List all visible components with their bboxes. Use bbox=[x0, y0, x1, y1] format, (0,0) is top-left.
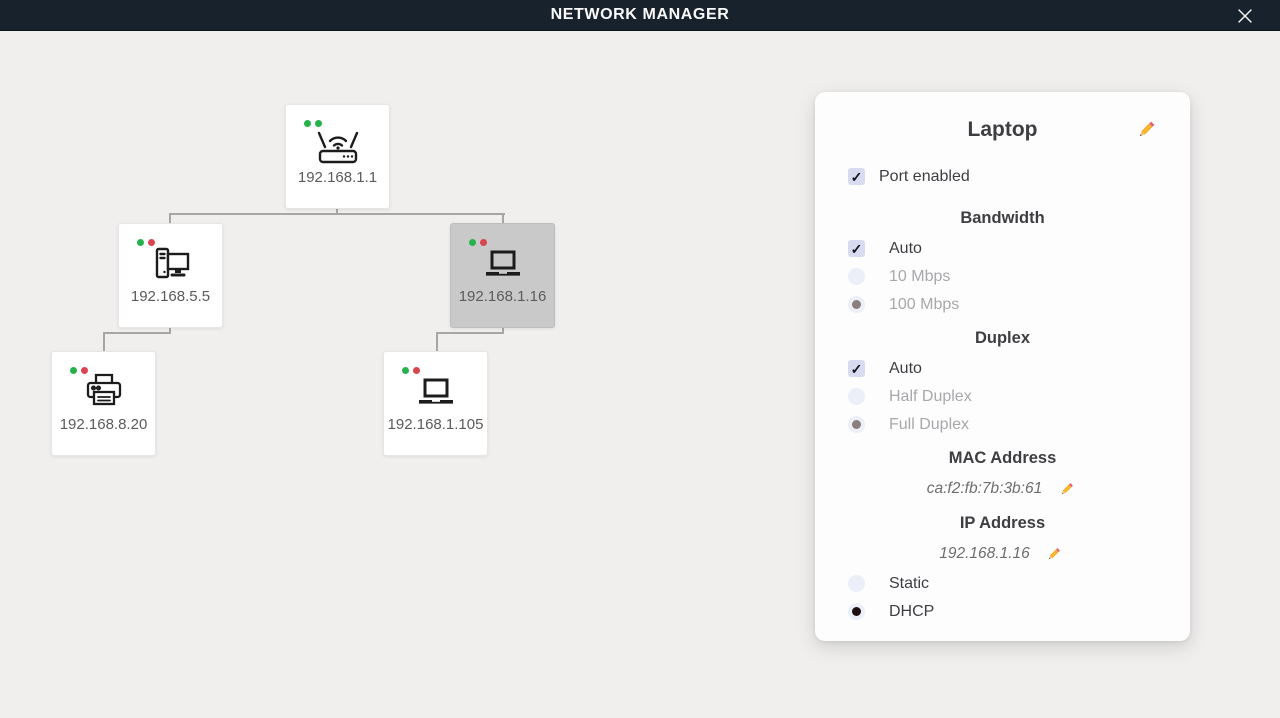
ip-dhcp-row[interactable]: DHCP bbox=[845, 601, 1160, 622]
laptop-icon bbox=[384, 369, 487, 417]
ip-dhcp-radio[interactable] bbox=[848, 603, 865, 620]
edit-name-button[interactable] bbox=[1134, 118, 1158, 142]
status-dot bbox=[304, 120, 311, 127]
status-dot bbox=[315, 120, 322, 127]
radio-dot bbox=[852, 420, 861, 429]
router-icon bbox=[286, 122, 389, 170]
laptop-icon bbox=[451, 241, 554, 289]
edit-ip-button[interactable] bbox=[1042, 542, 1066, 566]
status-dots bbox=[137, 239, 155, 246]
connector-line bbox=[103, 332, 171, 334]
bandwidth-auto-label: Auto bbox=[889, 239, 922, 257]
mac-address-value: ca:f2:fb:7b:3b:61 bbox=[926, 480, 1043, 497]
edit-mac-button[interactable] bbox=[1054, 477, 1078, 501]
status-dots bbox=[304, 120, 322, 127]
status-dot bbox=[70, 367, 77, 374]
radio-dot bbox=[852, 607, 861, 616]
status-dots bbox=[402, 367, 420, 374]
pencil-icon bbox=[1049, 547, 1060, 559]
bandwidth-auto-checkbox[interactable]: ✓ bbox=[848, 240, 865, 257]
status-dots bbox=[469, 239, 487, 246]
node-ip-label: 192.168.1.16 bbox=[458, 288, 547, 305]
duplex-full-label: Full Duplex bbox=[889, 415, 970, 433]
duplex-full-radio[interactable] bbox=[848, 416, 865, 433]
bandwidth-10mbps-radio[interactable] bbox=[848, 268, 865, 285]
node-desktop[interactable]: 192.168.5.5 bbox=[118, 223, 223, 328]
node-laptop-selected[interactable]: 192.168.1.16 bbox=[450, 223, 555, 328]
node-ip-label: 192.168.1.105 bbox=[387, 416, 484, 433]
ip-static-row[interactable]: Static bbox=[845, 573, 1160, 594]
duplex-full-row[interactable]: Full Duplex bbox=[845, 414, 1160, 435]
status-dot bbox=[81, 367, 88, 374]
port-enabled-row[interactable]: ✓ Port enabled bbox=[845, 166, 1160, 187]
radio-dot bbox=[852, 300, 861, 309]
status-dot bbox=[148, 239, 155, 246]
connector-line bbox=[436, 332, 504, 334]
pencil-icon bbox=[1061, 482, 1073, 494]
connector-line bbox=[502, 328, 504, 334]
ip-address-heading: IP Address bbox=[959, 514, 1046, 532]
duplex-auto-checkbox[interactable]: ✓ bbox=[848, 360, 865, 377]
node-ip-label: 192.168.1.1 bbox=[297, 169, 378, 186]
desktop-icon bbox=[119, 241, 222, 289]
status-dot bbox=[402, 367, 409, 374]
status-dot bbox=[137, 239, 144, 246]
ip-static-radio[interactable] bbox=[848, 575, 865, 592]
ip-static-label: Static bbox=[889, 574, 930, 592]
connector-line bbox=[336, 209, 338, 215]
bandwidth-10mbps-row[interactable]: 10 Mbps bbox=[845, 266, 1160, 287]
panel-title: Laptop bbox=[967, 118, 1038, 141]
bandwidth-100mbps-radio[interactable] bbox=[848, 296, 865, 313]
pencil-icon bbox=[1139, 121, 1155, 137]
titlebar: NETWORK MANAGER bbox=[0, 0, 1280, 31]
ip-dhcp-label: DHCP bbox=[889, 602, 935, 620]
close-icon bbox=[1238, 9, 1252, 23]
node-ip-label: 192.168.5.5 bbox=[130, 288, 211, 305]
node-printer[interactable]: 192.168.8.20 bbox=[51, 351, 156, 456]
bandwidth-10mbps-label: 10 Mbps bbox=[889, 267, 951, 285]
bandwidth-heading: Bandwidth bbox=[960, 209, 1045, 227]
port-enabled-checkbox[interactable]: ✓ bbox=[848, 168, 865, 185]
port-enabled-label: Port enabled bbox=[879, 167, 970, 185]
duplex-heading: Duplex bbox=[974, 329, 1030, 347]
connector-line bbox=[169, 328, 171, 334]
device-settings-panel: Laptop ✓ Port enabled Bandwidth ✓ Auto 1… bbox=[815, 92, 1190, 641]
duplex-half-label: Half Duplex bbox=[889, 387, 972, 405]
connector-line bbox=[169, 213, 171, 223]
mac-address-heading: MAC Address bbox=[948, 449, 1057, 467]
connector-line bbox=[502, 213, 504, 223]
node-laptop[interactable]: 192.168.1.105 bbox=[383, 351, 488, 456]
bandwidth-auto-row[interactable]: ✓ Auto bbox=[845, 238, 1160, 259]
connector-line bbox=[169, 213, 505, 215]
duplex-auto-label: Auto bbox=[889, 359, 922, 377]
node-router[interactable]: 192.168.1.1 bbox=[285, 104, 390, 209]
status-dot bbox=[413, 367, 420, 374]
duplex-half-row[interactable]: Half Duplex bbox=[845, 386, 1160, 407]
status-dot bbox=[469, 239, 476, 246]
bandwidth-100mbps-label: 100 Mbps bbox=[889, 295, 960, 313]
network-topology: 192.168.1.1 192.168.5.5 bbox=[51, 104, 555, 456]
close-button[interactable] bbox=[1232, 3, 1258, 29]
duplex-auto-row[interactable]: ✓ Auto bbox=[845, 358, 1160, 379]
status-dot bbox=[480, 239, 487, 246]
connector-line bbox=[103, 332, 105, 351]
app-title: NETWORK MANAGER bbox=[550, 6, 730, 23]
node-ip-label: 192.168.8.20 bbox=[59, 416, 148, 433]
ip-address-value: 192.168.1.16 bbox=[939, 545, 1030, 562]
bandwidth-100mbps-row[interactable]: 100 Mbps bbox=[845, 294, 1160, 315]
printer-icon bbox=[52, 369, 155, 417]
connector-line bbox=[436, 332, 438, 351]
duplex-half-radio[interactable] bbox=[848, 388, 865, 405]
status-dots bbox=[70, 367, 88, 374]
